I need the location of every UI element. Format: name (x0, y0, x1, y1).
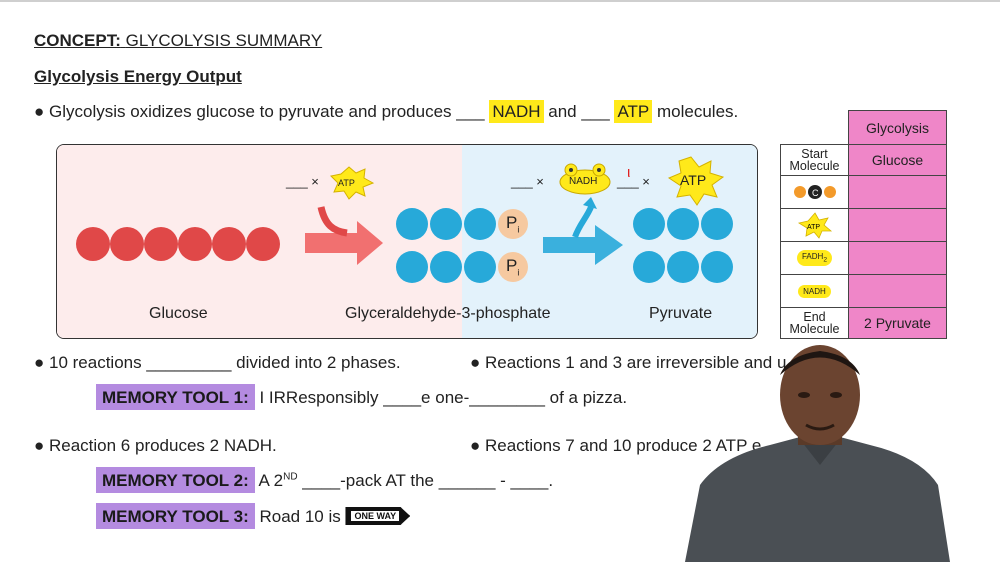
table-header: Glycolysis (848, 110, 947, 144)
pyruvate-label: Pyruvate (649, 305, 713, 322)
svg-text:C: C (812, 188, 819, 198)
phosphate-label-bottom: Pi (506, 256, 520, 278)
end-molecule-label: End Molecule (780, 307, 849, 339)
memory-tool-3-label: MEMORY TOOL 3: (96, 503, 255, 529)
g3p-label: Glyceraldehyde-3-phosphate (345, 305, 551, 322)
nadh-value-cell (848, 274, 947, 308)
memory-tool-1: MEMORY TOOL 1: I IRResponsibly ____e one… (96, 384, 628, 410)
glucose-chain (76, 227, 280, 261)
page-title: CONCEPT: GLYCOLYSIS SUMMARY (34, 31, 323, 50)
bullet-glycolysis-output: ● Glycolysis oxidizes glucose to pyruvat… (34, 100, 739, 123)
glycolysis-diagram: ___ × ATP ___ × NADH ι ___ × ATP Pi Pi G… (56, 144, 758, 339)
nadh-frog (559, 163, 611, 195)
bullet-text-3: molecules. (657, 102, 739, 121)
start-molecule-value: Glucose (848, 144, 947, 176)
reactions-bullet: ● 10 reactions _________ divided into 2 … (34, 353, 401, 372)
diagram-graphics (76, 156, 733, 283)
nadh-blank: ___ × (511, 174, 544, 189)
memory-tool-2-label: MEMORY TOOL 2: (96, 467, 255, 493)
g3p-top (396, 208, 496, 240)
nadh-label: NADH (569, 176, 598, 187)
atp-output-star (667, 156, 725, 206)
payoff-arrow (543, 225, 623, 265)
irreversible-bullet: ● Reactions 1 and 3 are irreversible and… (470, 353, 787, 372)
nadh-output-curve (572, 205, 594, 239)
glucose-label: Glucose (149, 305, 208, 322)
phosphate-label-top: Pi (506, 213, 520, 235)
reaction710-bullet: ● Reactions 7 and 10 produce 2 ATP e (470, 436, 762, 455)
atp-row-label: ATP (780, 208, 849, 242)
start-molecule-label: Start Molecule (780, 144, 849, 176)
one-way-sign-icon: ONE WAY (345, 507, 411, 525)
nadh-annotation: ι (627, 164, 631, 181)
atp-input-curve (317, 206, 348, 237)
bullet-text: ● Glycolysis oxidizes glucose to pyruvat… (34, 102, 485, 121)
top-divider (0, 0, 1000, 2)
atp-input-blank: ___ × (286, 174, 319, 189)
pyruvate-bottom (633, 251, 733, 283)
atp-value-cell (848, 208, 947, 242)
nadh-row-label: NADH (780, 274, 849, 308)
carbon-dioxide-row-icon: C (780, 175, 849, 209)
phosphate-bottom (498, 252, 528, 282)
nadh-highlight: NADH (489, 100, 544, 123)
end-molecule-value: 2 Pyruvate (848, 307, 947, 339)
atp-highlight: ATP (614, 100, 653, 123)
svg-text:ATP: ATP (807, 224, 820, 231)
co2-value-cell (848, 175, 947, 209)
memory-tool-3-text: Road 10 is (259, 507, 341, 526)
presenter-video (685, 345, 950, 562)
bullet-text-2: and ___ (548, 102, 610, 121)
phosphate-top (498, 209, 528, 239)
fadh2-badge-icon: FADH2 (796, 250, 833, 266)
memory-tool-3: MEMORY TOOL 3: Road 10 is ONE WAY (96, 503, 411, 529)
atp-star-icon: ATP (797, 212, 832, 239)
fadh2-value-cell (848, 241, 947, 275)
atp-output-label: ATP (680, 172, 707, 188)
memory-tool-1-text: I IRResponsibly ____e one-________ of a … (259, 388, 628, 407)
nadh-badge-icon: NADH (798, 284, 831, 298)
atp-input-star (329, 166, 375, 200)
pyruvate-top (633, 208, 733, 240)
investment-arrow (305, 221, 383, 265)
memory-tool-2: MEMORY TOOL 2: A 2ND ____-pack AT the __… (96, 467, 553, 493)
g3p-bottom (396, 251, 496, 283)
section-subtitle: Glycolysis Energy Output (34, 67, 242, 86)
atp-output-blank: ___ × (617, 174, 650, 189)
reaction6-bullet: ● Reaction 6 produces 2 NADH. (34, 436, 277, 455)
atp-input-label: ATP (338, 178, 355, 188)
fadh2-row-label: FADH2 (780, 241, 849, 275)
memory-tool-1-label: MEMORY TOOL 1: (96, 384, 255, 410)
